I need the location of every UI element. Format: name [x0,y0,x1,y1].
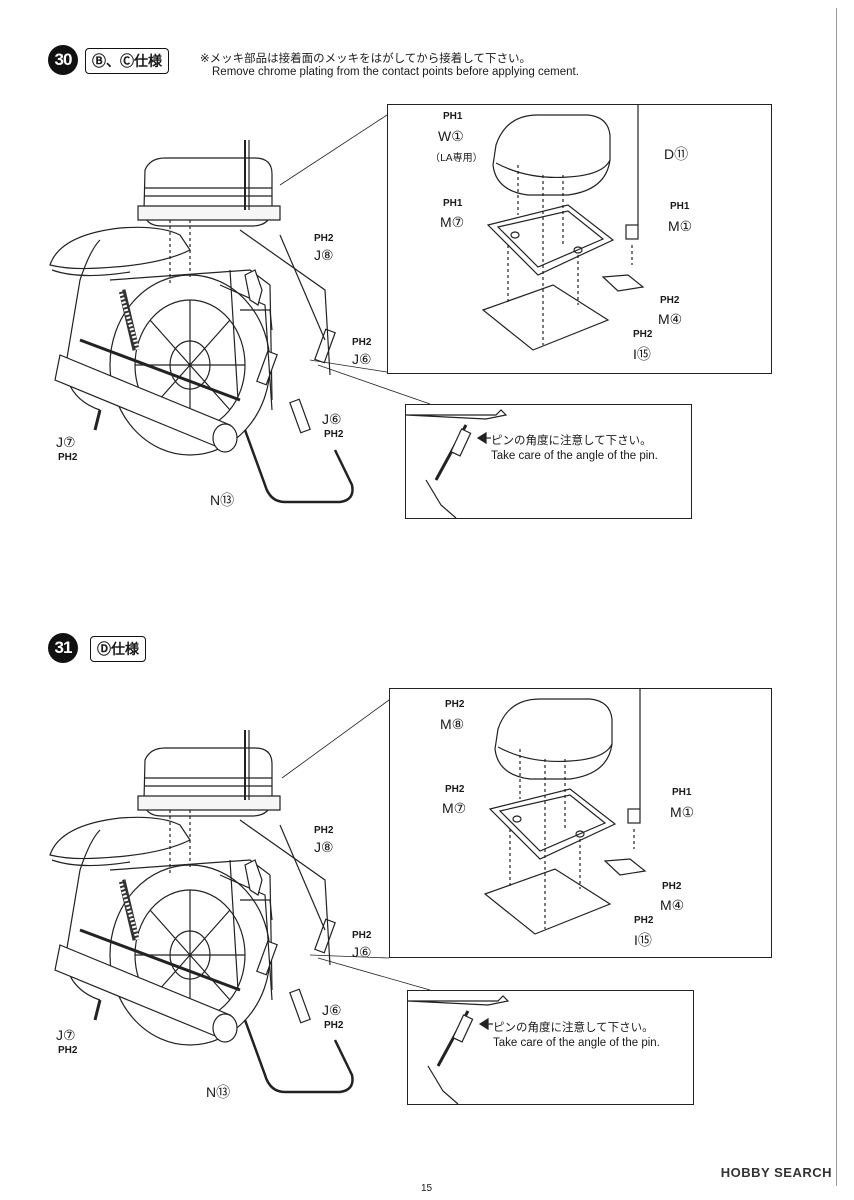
pin-paint-code: PH1 [670,201,690,212]
pin-angle-note-en: Take care of the angle of the pin. [491,450,658,462]
part-label-n13: N⑬ [206,1084,231,1100]
step-number: 30 [48,45,78,75]
part-label-j6b: J⑥ [322,1002,342,1018]
pin-angle-detail-panel: ピンの角度に注意して下さい。 Take care of the angle of… [405,404,692,519]
part-label-j6a: J⑥ [352,351,372,367]
spec-badge: Ⓓ仕様 [90,636,146,662]
tray-paint-code: PH2 [445,784,465,795]
part-label-m1: M① [668,218,693,234]
j7-paint-code: PH2 [58,452,78,463]
part-label-j8: J⑧ [314,839,334,855]
part-label-j8: J⑧ [314,247,334,263]
j6b-paint-code: PH2 [324,1020,344,1031]
j6b-paint-code: PH2 [324,429,344,440]
page-number: 15 [421,1183,433,1194]
base-paint-code: PH2 [634,915,654,926]
pin-angle-note-en: Take care of the angle of the pin. [493,1037,660,1049]
pin-angle-note-jp: ピンの角度に注意して下さい。 [493,1020,654,1034]
pin-angle-illustration [405,409,508,519]
part-label-w1: W① [438,128,464,144]
tray-paint-code: PH1 [443,198,463,209]
part-label-d11: D⑪ [664,146,689,162]
pin-angle-detail-panel: ピンの角度に注意して下さい。 Take care of the angle of… [407,990,694,1105]
base-paint-code: PH2 [633,329,653,340]
part-label-j7: J⑦ [56,1027,76,1043]
top-box-exploded-view [483,689,647,935]
bracket-paint-code: PH2 [662,881,682,892]
part-label-m7: M⑦ [442,800,467,816]
lid-paint-code: PH2 [445,699,465,710]
j8-paint-code: PH2 [314,233,334,244]
pin-angle-note-jp: ピンの角度に注意して下さい。 [491,433,652,447]
bracket-paint-code: PH2 [660,295,680,306]
detail-callout-lines [279,114,431,405]
j6a-paint-code: PH2 [352,337,372,348]
watermark-logo: HOBBY SEARCH [720,1165,832,1180]
part-label-m4: M④ [660,897,685,913]
pin-paint-code: PH1 [672,787,692,798]
top-box-detail-panel: PH2 M⑧ PH2 M⑦ PH1 M① PH2 M④ PH2 I⑮ [389,688,772,958]
chrome-note-en: Remove chrome plating from the contact p… [212,66,579,78]
spec-badge: Ⓑ、Ⓒ仕様 [85,48,169,74]
motorcycle-rear-illustration [49,730,354,1094]
part-label-j6a: J⑥ [352,944,372,960]
j7-paint-code: PH2 [58,1045,78,1056]
la-only-note: （LA専用） [430,153,483,164]
lid-paint-code: PH1 [443,111,463,122]
part-label-m4: M④ [658,311,683,327]
part-label-m1: M① [670,804,695,820]
part-label-m7: M⑦ [440,214,465,230]
top-box-exploded-view [481,105,645,351]
j6a-paint-code: PH2 [352,930,372,941]
part-label-n13: N⑬ [210,492,235,508]
motorcycle-rear-illustration [49,140,354,504]
top-box-detail-panel: PH1 W① （LA専用） D⑪ PH1 M⑦ PH1 M① PH2 M④ PH… [387,104,772,374]
part-label-i15: I⑮ [634,932,652,948]
page-frame [30,8,837,1186]
part-label-j6b: J⑥ [322,411,342,427]
part-label-m8: M⑧ [440,716,465,732]
chrome-note-jp: ※メッキ部品は接着面のメッキをはがしてから接着して下さい。 [200,51,531,65]
part-label-j7: J⑦ [56,434,76,450]
part-label-i15: I⑮ [633,346,651,362]
step-number: 31 [48,633,78,663]
pin-angle-illustration [407,995,510,1105]
j8-paint-code: PH2 [314,825,334,836]
